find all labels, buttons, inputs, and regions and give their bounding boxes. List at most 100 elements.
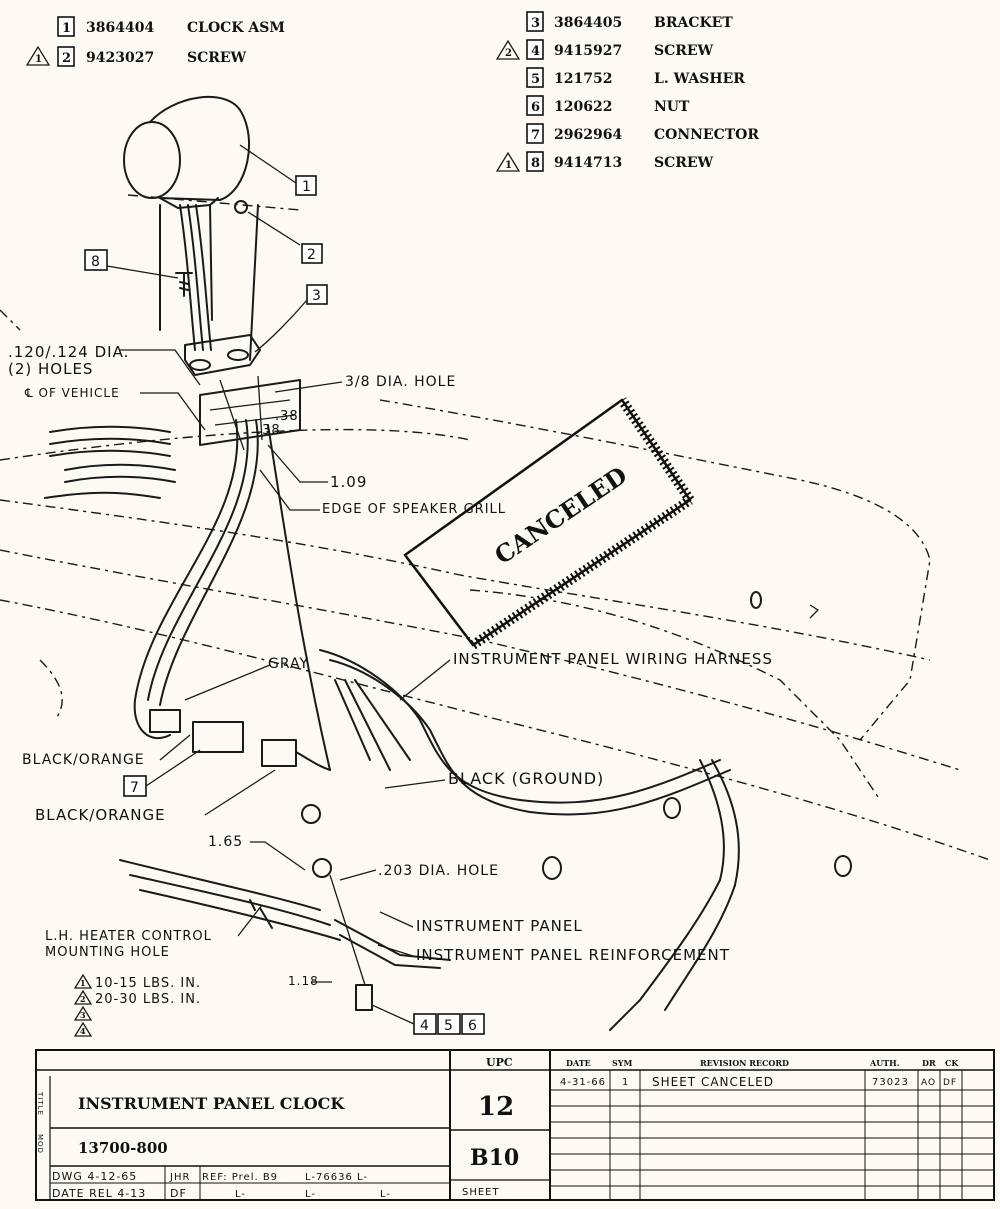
release-date: DATE REL 4-13 — [52, 1187, 146, 1200]
centerline-label: ℄ OF VEHICLE — [24, 386, 120, 400]
mounting-plate — [199, 379, 301, 446]
rev-header-auth: AUTH. — [869, 1058, 900, 1068]
callout-box — [84, 249, 108, 271]
connector-body — [149, 709, 181, 733]
leader-line — [267, 444, 328, 483]
callout-box — [413, 1013, 437, 1035]
release-initials: DF — [170, 1187, 187, 1200]
warning-triangle-icon — [495, 151, 521, 172]
callouts-456: 4 5 6 — [371, 1004, 485, 1035]
part-number-label: 8 — [531, 156, 540, 171]
rev-row-ck: DF — [943, 1078, 957, 1088]
hole-38-label: 3/8 DIA. HOLE — [345, 374, 456, 390]
leader-line — [274, 381, 343, 393]
harness-trunk — [319, 649, 721, 804]
model-number: 13700-800 — [78, 1139, 168, 1157]
part-desc: SCREW — [654, 155, 714, 171]
clock-assembly-drawing: 1 2 8 3 — [84, 96, 328, 376]
part-desc: CONNECTOR — [654, 127, 759, 143]
clock-wires — [179, 204, 212, 351]
leader-line — [239, 144, 297, 184]
rev-header-dr: DR — [922, 1058, 936, 1068]
harness-branch — [609, 879, 736, 1031]
stamp-shadow — [617, 397, 695, 503]
warning-triangle-icon — [73, 989, 93, 1005]
rev-header-sym: SYM — [612, 1058, 632, 1068]
torque-notes: 1 10-15 LBS. IN. 2 20-30 LBS. IN. 3 4 — [73, 973, 201, 1037]
warning-triangle-icon — [25, 45, 51, 66]
bracket-3 — [184, 334, 261, 376]
black-orange-label: BLACK/ORANGE — [22, 752, 145, 768]
reference-l: L-76636 L- — [305, 1172, 368, 1183]
part-number-label: 7 — [531, 128, 540, 143]
bracket-hole — [189, 359, 211, 371]
harness-label: INSTRUMENT PANEL WIRING HARNESS — [453, 650, 773, 668]
callout-5: 5 — [444, 1018, 454, 1034]
part-desc: BRACKET — [654, 15, 733, 31]
part-number-label: 6 — [531, 100, 540, 115]
clock-housing — [149, 96, 251, 201]
callout-1: 1 — [302, 179, 312, 195]
callout-box — [295, 175, 317, 196]
warning-triangle-icon — [73, 1005, 93, 1021]
callout-box — [301, 243, 323, 264]
rev-header-ck: CK — [945, 1058, 959, 1068]
part-number-label: 3 — [531, 16, 540, 31]
connector-7 — [149, 709, 331, 771]
panel-reinforcement-drawing — [119, 859, 451, 969]
washer-5 — [312, 858, 332, 878]
warning-num: 4 — [80, 1026, 86, 1036]
rev-row-record: SHEET CANCELED — [652, 1075, 774, 1089]
warning-num: 1 — [505, 160, 512, 171]
revision-record: DATE SYM REVISION RECORD AUTH. DR CK 4-3… — [550, 1058, 994, 1200]
part-code: 121752 — [554, 71, 612, 87]
torque-note-2: 20-30 LBS. IN. — [95, 992, 201, 1007]
bracket-hole — [227, 349, 249, 361]
reference-l: L- — [305, 1189, 316, 1200]
gray-wire-label: GRAY — [268, 656, 309, 672]
edge-mark — [0, 309, 21, 331]
screw-2-head — [234, 200, 248, 214]
part-code: 3864404 — [86, 20, 154, 36]
warning-triangle-icon — [495, 39, 521, 60]
sheet-label: SHEET — [462, 1187, 500, 1198]
leader-line — [399, 659, 451, 701]
nut-6 — [301, 804, 321, 824]
part-code: 2962964 — [554, 127, 622, 143]
leader-line — [259, 469, 320, 511]
reference: REF: Prel. B9 — [202, 1172, 278, 1183]
harness-branch — [699, 759, 740, 886]
clock-base — [159, 197, 219, 209]
rev-header-date: DATE — [566, 1058, 591, 1068]
sheet-number: B10 — [470, 1145, 519, 1171]
bracket-outline — [159, 204, 259, 361]
leader-line — [159, 734, 191, 761]
part-num-box — [526, 67, 544, 88]
clock-lead-wire — [147, 419, 249, 701]
panel-edge — [0, 599, 991, 861]
part-num-box — [526, 151, 544, 172]
leader-line — [339, 869, 377, 881]
warning-triangle-icon — [73, 973, 93, 989]
callout-7: 7 — [130, 780, 140, 796]
callout-box — [437, 1013, 461, 1035]
callout-2: 2 — [307, 247, 317, 263]
stamp-shadow — [470, 495, 693, 650]
part-desc: SCREW — [187, 50, 247, 66]
speaker-grill — [44, 425, 176, 499]
bulb-socket — [663, 797, 681, 819]
ground-wire — [267, 424, 331, 771]
connector-wire — [295, 751, 331, 771]
callout-4: 4 — [420, 1018, 430, 1034]
panel-edge — [0, 428, 471, 461]
black-orange-label: BLACK/ORANGE — [35, 806, 166, 824]
upc-number: 12 — [478, 1092, 514, 1122]
warning-triangle-icon — [73, 1021, 93, 1037]
leader-line — [204, 769, 276, 816]
leader-line — [184, 664, 271, 701]
dim-38-label: .38 — [257, 423, 281, 438]
edge-mark — [39, 659, 63, 721]
bulb-socket — [542, 856, 562, 880]
part-num-box — [57, 16, 75, 37]
part-number-label: 5 — [531, 72, 540, 87]
